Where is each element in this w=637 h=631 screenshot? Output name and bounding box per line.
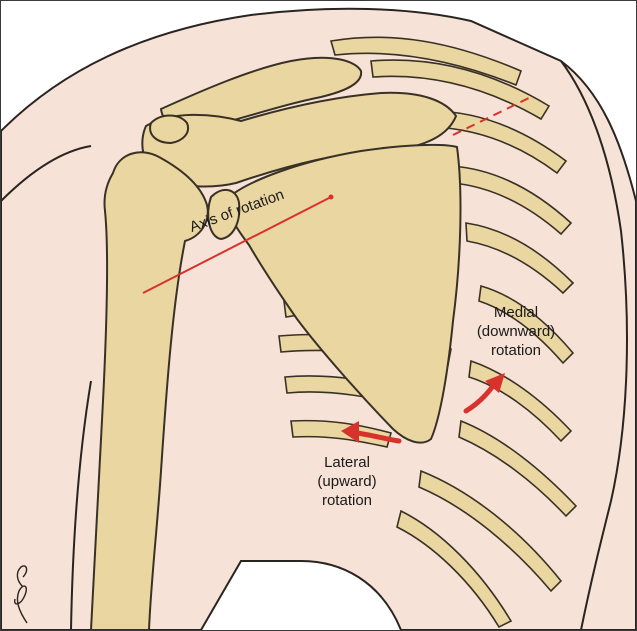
axis-pivot-dot <box>329 195 334 200</box>
lateral-rotation-label: Lateral (upward) rotation <box>297 453 397 510</box>
medial-label-line-1: Medial <box>467 303 565 322</box>
artist-signature <box>5 561 35 627</box>
coracoid <box>150 116 188 144</box>
lateral-label-line-3: rotation <box>297 491 397 510</box>
lateral-label-line-1: Lateral <box>297 453 397 472</box>
lateral-label-line-2: (upward) <box>297 472 397 491</box>
medial-label-line-3: rotation <box>467 341 565 360</box>
medial-label-line-2: (downward) <box>467 322 565 341</box>
medial-rotation-label: Medial (downward) rotation <box>467 303 565 360</box>
